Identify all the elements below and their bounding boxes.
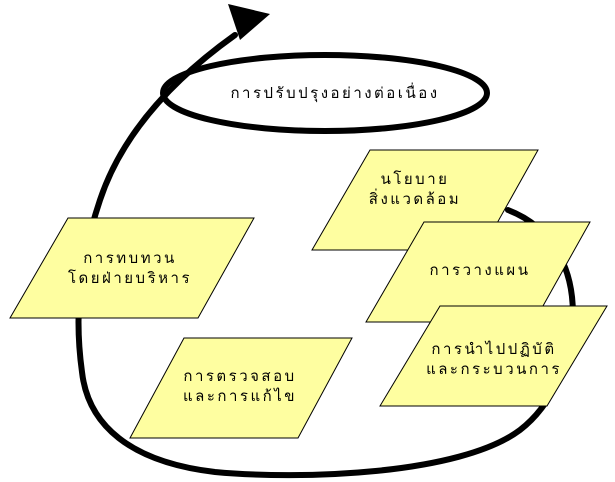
box-checking xyxy=(129,337,353,439)
continuous-improvement-label: การปรับปรุงอย่างต่อเนื่อง xyxy=(230,84,440,102)
box-review xyxy=(9,217,255,319)
review-label: การทบทวน โดยฝ่ายบริหาร xyxy=(67,249,193,287)
policy-label: นโยบาย สิ่งแวดล้อม xyxy=(368,170,462,208)
implementation-label: การนำไปปฏิบัติ และกระบวนการ xyxy=(426,340,562,378)
checking-label: การตรวจสอบ และการแก้ไข xyxy=(182,367,298,405)
planning-label: การวางแผน xyxy=(429,261,531,279)
arrow-head-icon xyxy=(228,4,270,40)
continuous-improvement-ellipse xyxy=(160,52,490,134)
box-implementation xyxy=(379,305,608,407)
